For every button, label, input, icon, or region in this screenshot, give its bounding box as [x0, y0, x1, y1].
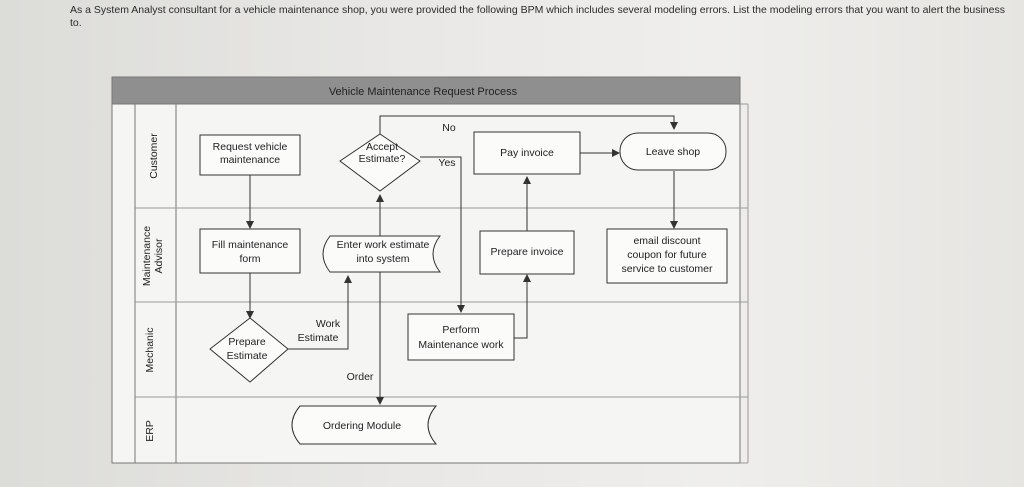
- lane-label-column: [134, 103, 177, 464]
- gateway-label: Prepare: [228, 336, 266, 348]
- gateway-label: Estimate?: [359, 153, 406, 165]
- task-label: Perform: [442, 324, 480, 336]
- flow-label-yes: Yes: [438, 157, 455, 169]
- gateway-accept-estimate: Accept Estimate?: [339, 133, 421, 192]
- lane-label-advisor: Maintenance: [141, 226, 153, 286]
- gateway-label: Accept: [366, 141, 398, 153]
- end-label: Leave shop: [646, 146, 700, 158]
- lane-label-mechanic: Mechanic: [144, 328, 156, 373]
- datastore-label: Ordering Module: [323, 420, 401, 432]
- task-request-vehicle-maintenance: Request vehicle maintenance: [199, 134, 301, 176]
- arrow-prepare-to-enter: [280, 275, 352, 350]
- gateway-label: Estimate: [227, 350, 268, 362]
- datastore-ordering-module: Ordering Module: [291, 405, 438, 445]
- flow-label-order: Order: [347, 371, 374, 383]
- end-leave-shop: Leave shop: [619, 132, 727, 171]
- diagram-title: Vehicle Maintenance Request Process: [329, 86, 518, 98]
- task-label: form: [240, 253, 261, 265]
- task-label: Request vehicle: [213, 141, 288, 153]
- task-label: maintenance: [220, 154, 280, 166]
- flow-label-no: No: [442, 122, 456, 134]
- datastore-label: Enter work estimate: [337, 239, 430, 251]
- arrow-accept-no: [379, 115, 678, 134]
- task-fill-maintenance-form: Fill maintenance form: [199, 228, 301, 274]
- task-label: Fill maintenance: [212, 239, 289, 251]
- task-label: Pay invoice: [500, 147, 554, 159]
- flow-label-work: Work: [316, 318, 341, 330]
- lane-label-erp: ERP: [144, 420, 156, 442]
- gateway-prepare-estimate: Prepare Estimate: [209, 317, 289, 383]
- task-email-discount-coupon: email discount coupon for future service…: [606, 228, 728, 284]
- title-bar: [111, 76, 741, 105]
- datastore-enter-work-estimate: Enter work estimate into system: [322, 235, 442, 273]
- task-label: email discount: [633, 235, 700, 247]
- arrow-perform-to-invoice: [514, 274, 531, 339]
- task-prepare-invoice: Prepare invoice: [479, 230, 575, 275]
- lane-label-customer: Customer: [148, 133, 160, 179]
- question-text: As a System Analyst consultant for a veh…: [70, 4, 1005, 29]
- task-label: Maintenance work: [418, 339, 504, 351]
- task-label: service to customer: [621, 263, 713, 275]
- task-label: coupon for future: [627, 249, 707, 261]
- datastore-label: into system: [356, 253, 409, 265]
- task-perform-maintenance: Perform Maintenance work: [407, 313, 515, 361]
- arrow-accept-yes: [420, 156, 465, 313]
- lane-label-advisor-2: Advisor: [153, 238, 165, 274]
- task-label: Prepare invoice: [491, 246, 564, 258]
- task-pay-invoice: Pay invoice: [473, 131, 581, 175]
- flow-label-estimate: Estimate: [298, 332, 339, 344]
